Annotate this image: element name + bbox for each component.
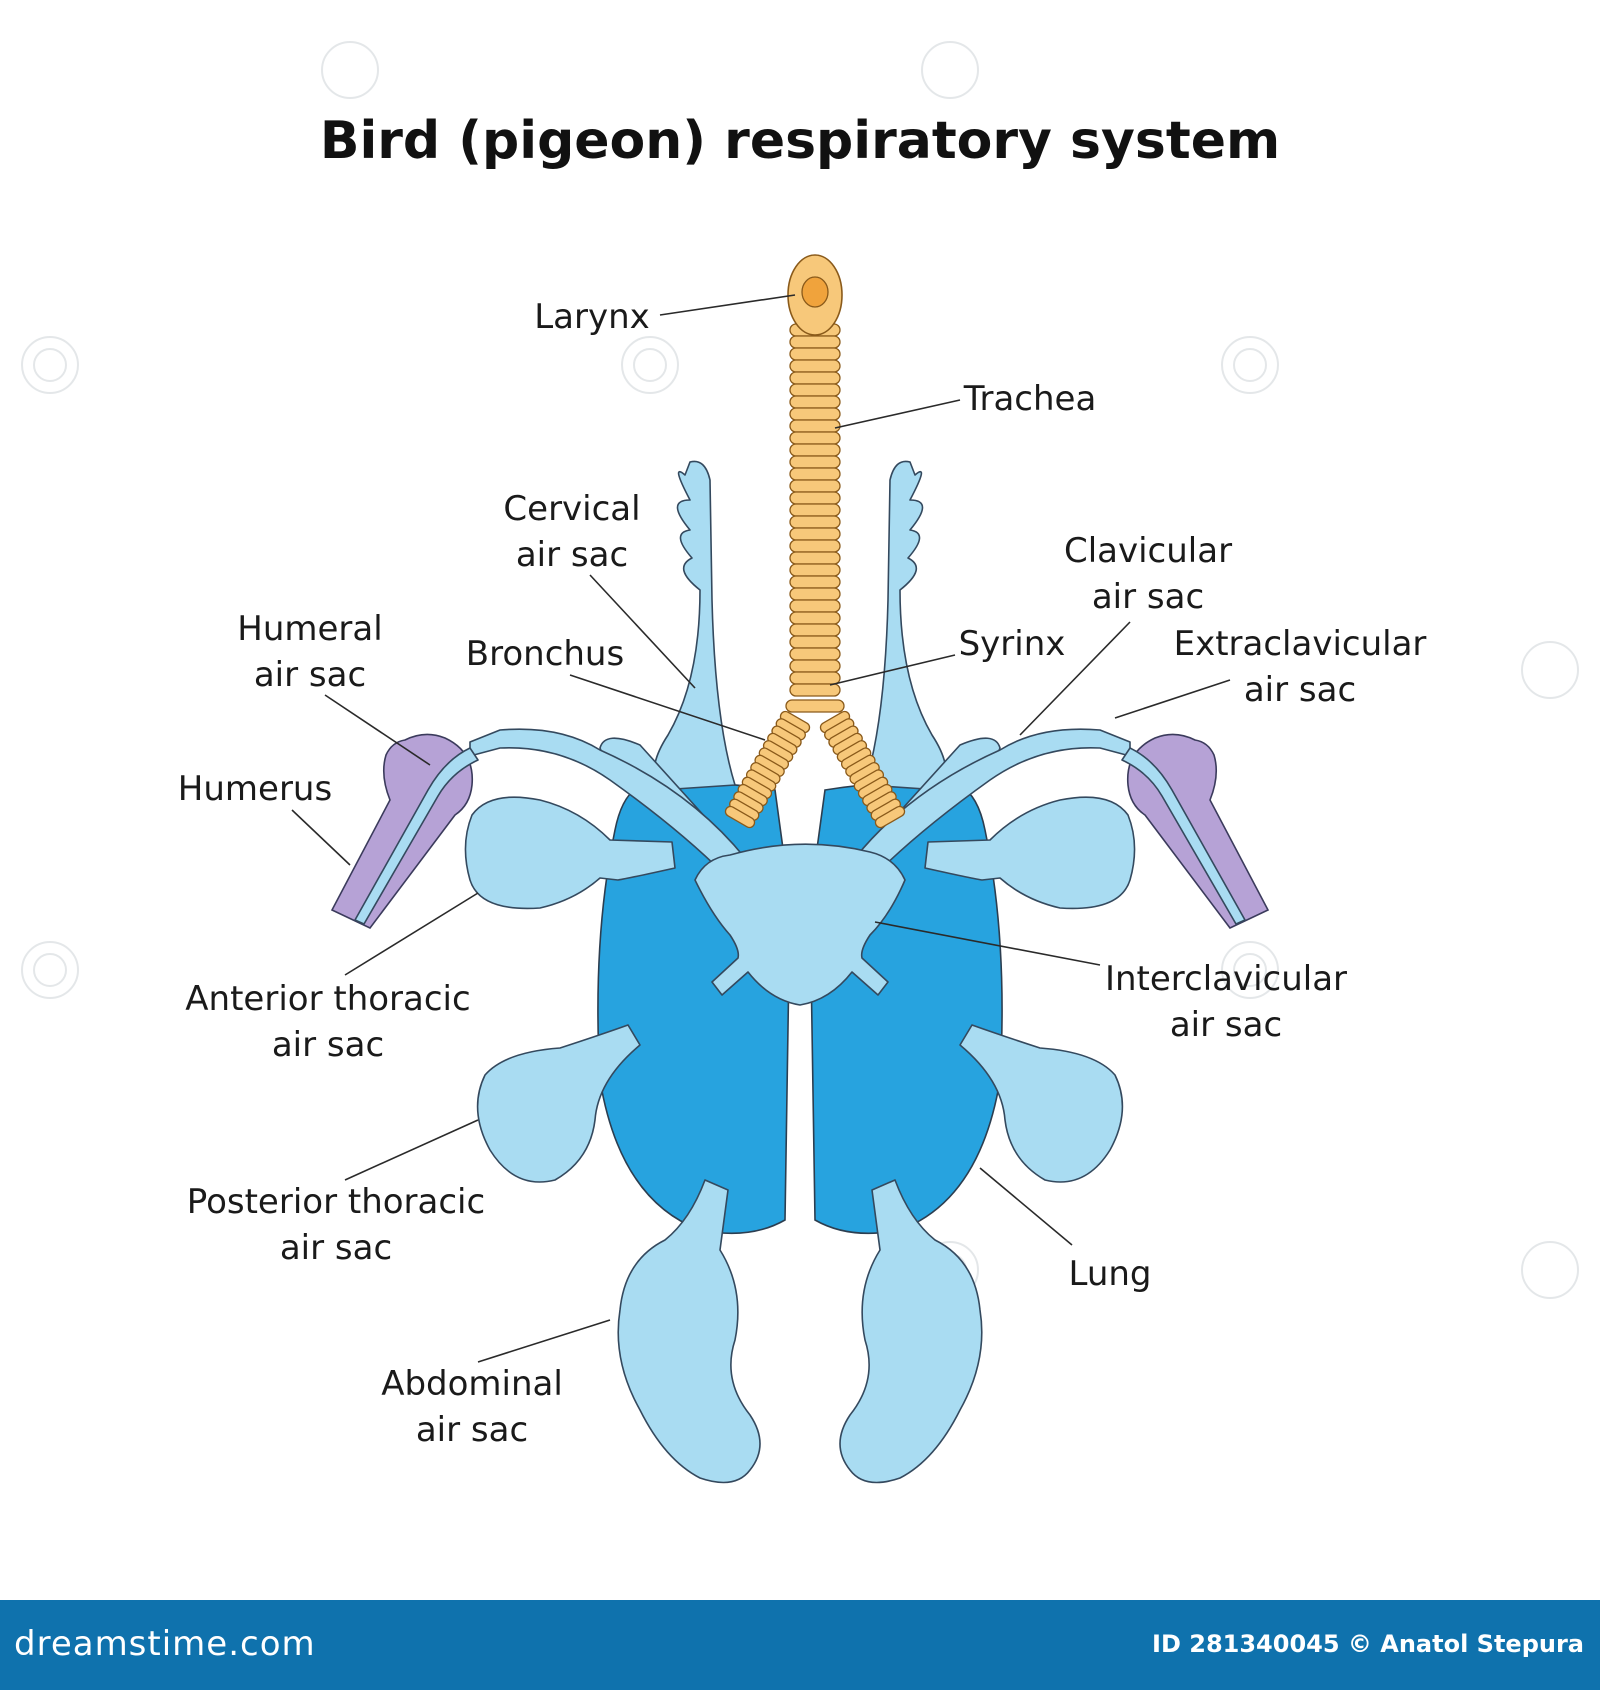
footer-brand[interactable]: dreamstime.com (14, 1624, 316, 1664)
right-humeral-air-sac (1121, 747, 1246, 925)
trachea-ring (789, 551, 841, 565)
trachea-ring (789, 491, 841, 505)
trachea-ring (789, 455, 841, 469)
left-posterior-thoracic-air-sac (476, 1024, 641, 1183)
trachea-ring (789, 395, 841, 409)
trachea-ring (789, 467, 841, 481)
trachea-ring (789, 407, 841, 421)
trachea-ring (789, 347, 841, 361)
leader-lines (291, 294, 1231, 1363)
label-humerus: Humerus (178, 769, 332, 809)
trachea-ring (789, 647, 841, 661)
trachea-ring (789, 371, 841, 385)
trachea-ring (789, 599, 841, 613)
trachea-ring (789, 635, 841, 649)
trachea-ring (789, 671, 841, 685)
posterior-thoracic-air-sacs (476, 1024, 1124, 1183)
label-syrinx: Syrinx (959, 624, 1066, 664)
syrinx-ring (785, 699, 845, 713)
trachea-ring (789, 419, 841, 433)
trachea-ring (789, 683, 841, 697)
right-posterior-thoracic-air-sac (959, 1024, 1124, 1183)
label-trachea: Trachea (963, 379, 1097, 419)
trachea-ring (789, 335, 841, 349)
trachea-ring (789, 659, 841, 673)
footer-credit: ID 281340045 © Anatol Stepura (1152, 1630, 1584, 1658)
left-cervical-air-sac (653, 460, 736, 791)
label-bronchus: Bronchus (466, 634, 624, 674)
trachea-ring (789, 443, 841, 457)
interclavicular-air-sac (694, 843, 906, 1006)
label-lung: Lung (1068, 1254, 1151, 1294)
trachea-ring (789, 539, 841, 553)
label-larynx: Larynx (534, 297, 650, 337)
trachea-ring (789, 503, 841, 517)
humerus-bones (330, 733, 1270, 930)
trachea-ring (789, 359, 841, 373)
anterior-thoracic-air-sacs (464, 796, 1136, 910)
diagram-title: Bird (pigeon) respiratory system (320, 111, 1280, 171)
right-anterior-thoracic-air-sac (924, 796, 1136, 910)
respiratory-diagram: Bird (pigeon) respiratory system (21, 41, 1579, 1484)
trachea-ring (789, 431, 841, 445)
right-cervical-air-sac (864, 460, 947, 791)
trachea-ring (789, 623, 841, 637)
left-anterior-thoracic-air-sac (464, 796, 676, 910)
trachea-ring (789, 587, 841, 601)
trachea-ring (789, 383, 841, 397)
cervical-air-sacs (653, 460, 947, 791)
trachea-ring (789, 479, 841, 493)
footer-bar: dreamstime.com ID 281340045 © Anatol Ste… (0, 1600, 1600, 1690)
trachea-ring (789, 611, 841, 625)
trachea-ring (789, 527, 841, 541)
abdominal-air-sacs (617, 1179, 983, 1484)
trachea-ring (789, 563, 841, 577)
left-humeral-air-sac (354, 747, 479, 925)
left-bronchus-ring (724, 805, 756, 829)
left-abdominal-air-sac (617, 1179, 761, 1484)
trachea-ring (789, 515, 841, 529)
trachea-ring (789, 575, 841, 589)
right-bronchus-ring (874, 805, 906, 829)
larynx (787, 254, 843, 336)
right-abdominal-air-sac (839, 1179, 983, 1484)
